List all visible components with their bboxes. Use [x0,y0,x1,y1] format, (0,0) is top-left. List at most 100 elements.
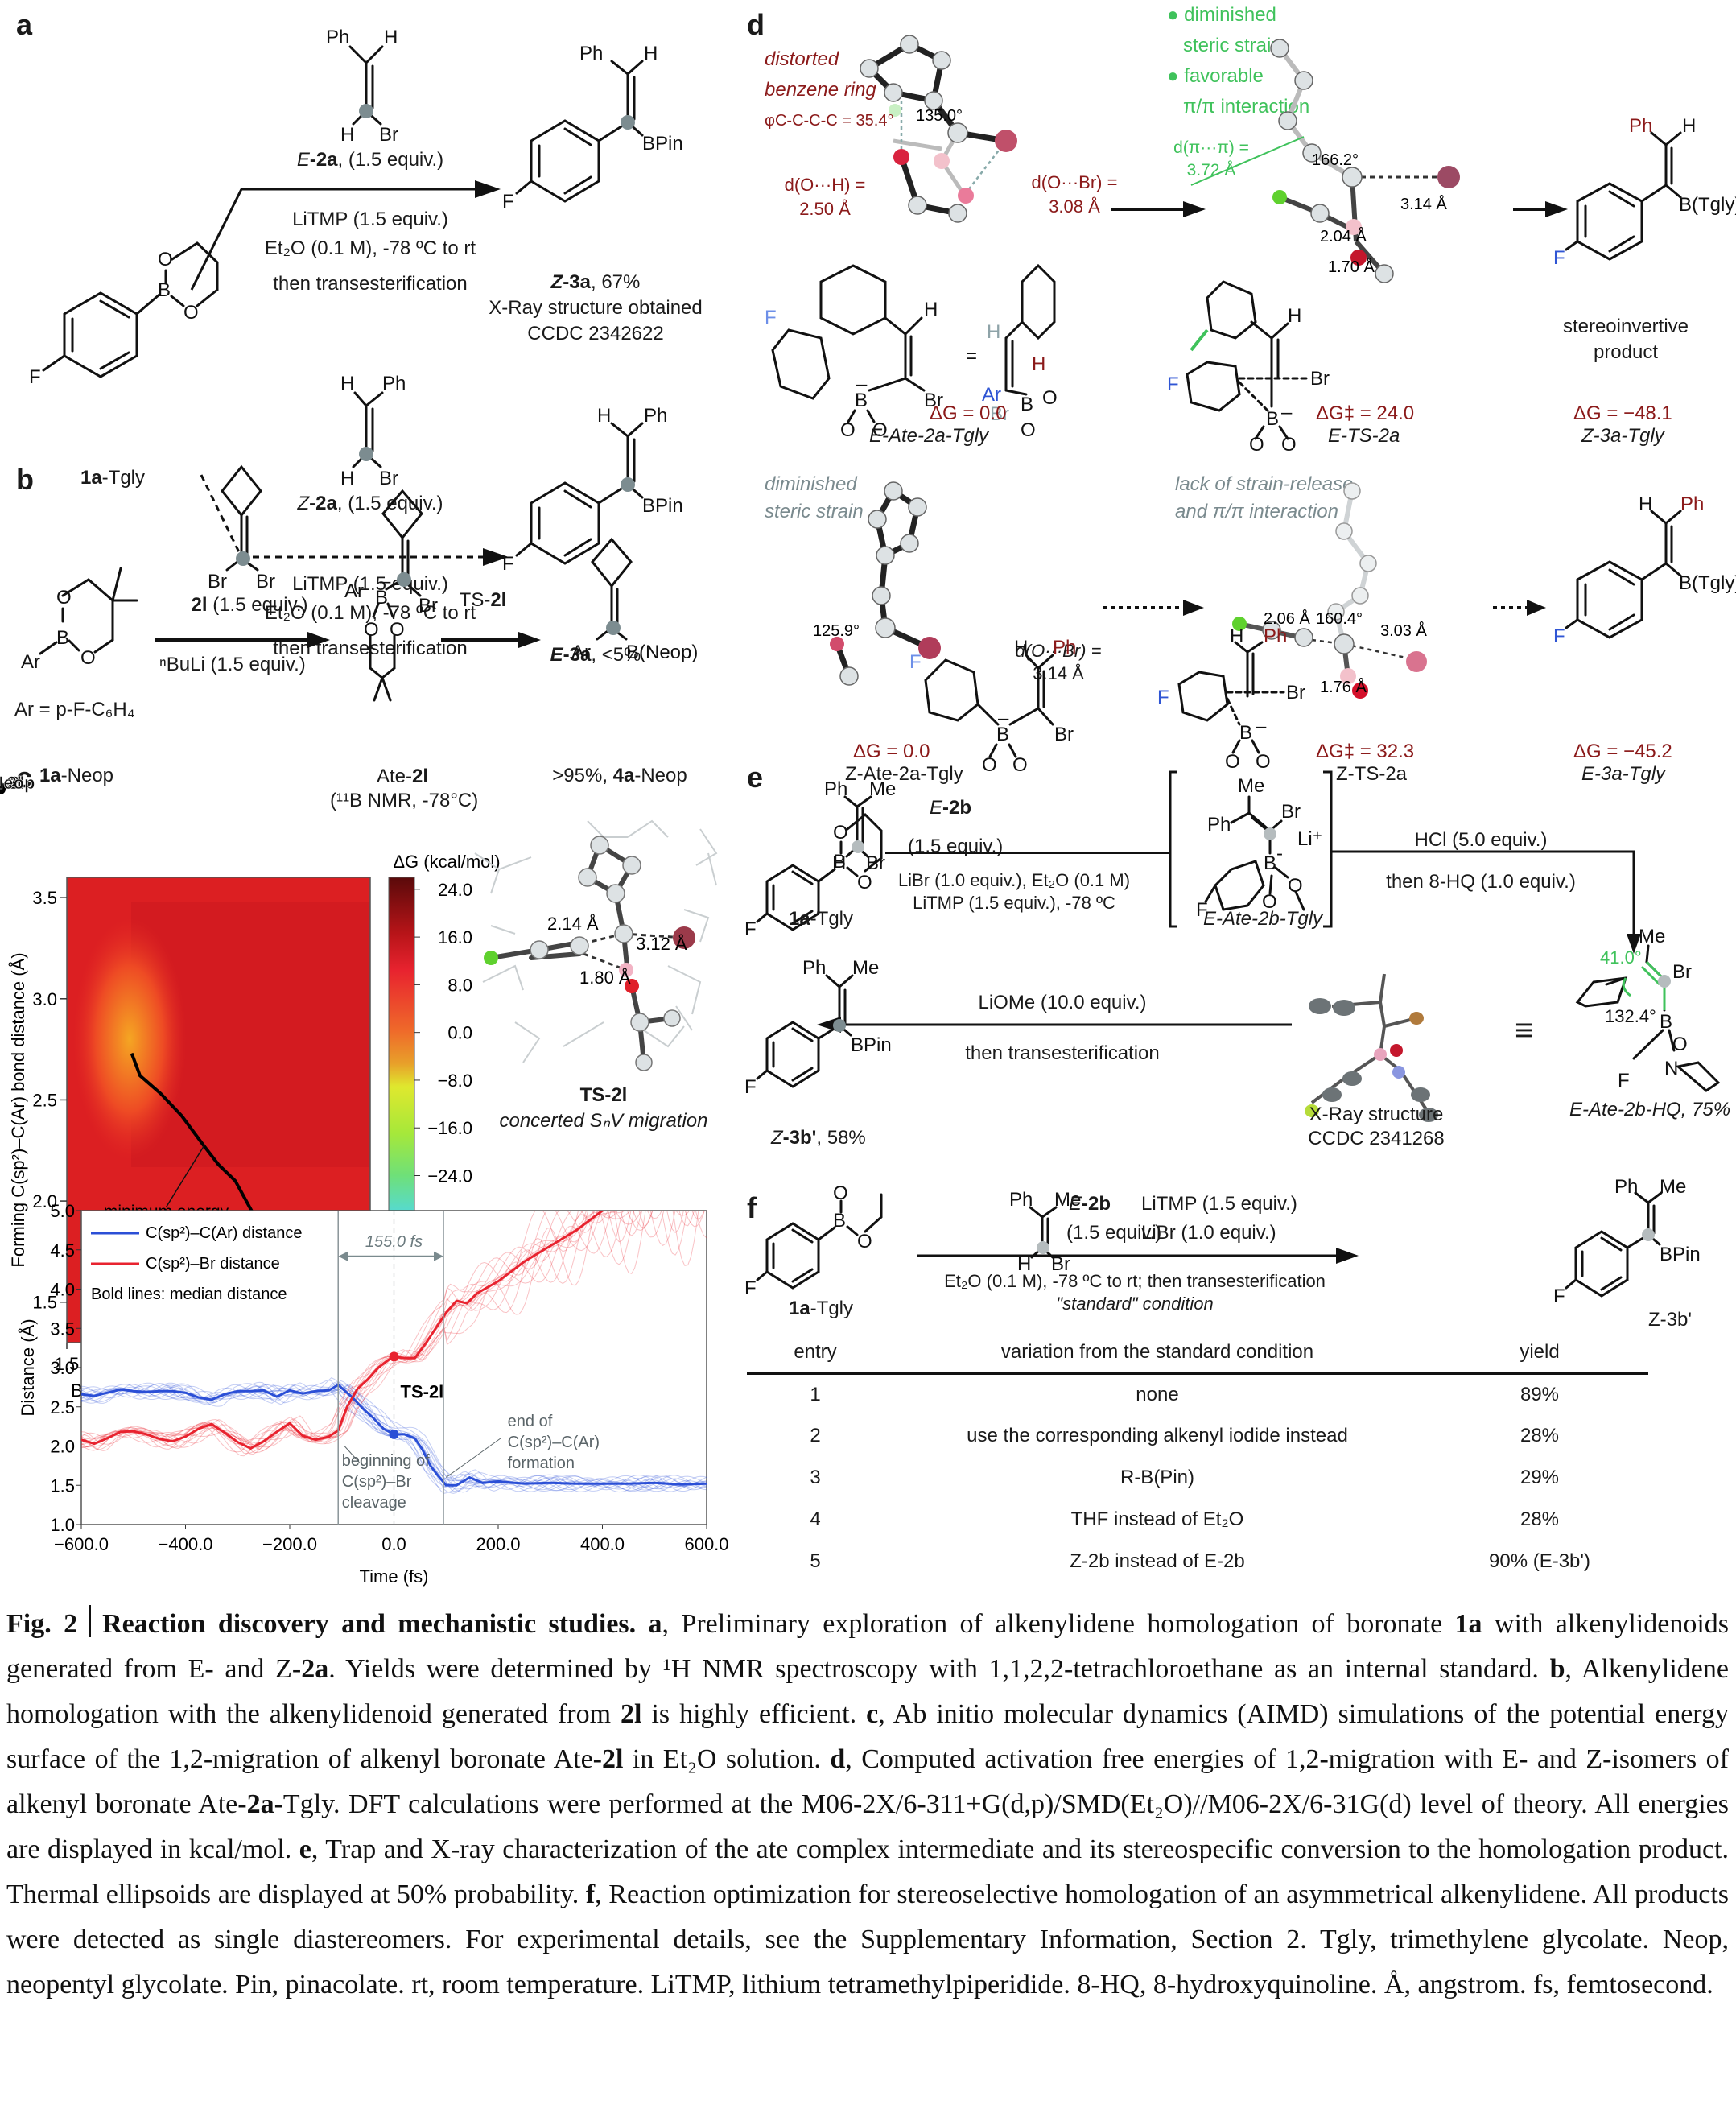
intermediate-ate-2l-label: Ate-2l (¹¹B NMR, -78°C) [330,765,479,811]
svg-text:O: O [833,822,848,844]
intermediate-bracket-right [1323,770,1333,928]
x-tick-label: −200.0 [262,1534,317,1554]
annot-d-oh: d(O···H) =2.50 Å [784,175,866,219]
table-header-row: entry variation from the standard condit… [747,1333,1648,1373]
arrow-d-bottom-1-dashed [1103,600,1204,616]
caption-bold-2: 2a [301,1654,329,1684]
svg-text:Br: Br [866,852,885,874]
reaction-arrow-e-conversion [817,1017,1292,1033]
panel-label-f: f [747,1191,757,1224]
y-tick-label: 2.0 [32,1191,57,1211]
legend-label: C(sp²)–C(Ar) distance [146,1224,302,1242]
dist-303: 3.03 Å [1380,621,1427,640]
svg-text:F: F [1553,625,1565,647]
conditions-e: LiBr (1.0 equiv.), Et₂O (0.1 M)LiTMP (1.… [897,870,1131,913]
product-e-3a-label: E-3a, <5% [550,644,641,666]
caption-title: Reaction discovery and mechanistic studi… [102,1609,637,1639]
svg-text:–: – [998,708,1009,729]
annot-begin-leader [344,1446,361,1464]
svg-text:B: B [56,627,69,649]
svg-text:H: H [987,321,1000,343]
compound-1a-neop-label: 1a-Neop [39,765,114,786]
energy-e-ate: ΔG = 0.0 [930,402,1007,424]
svg-text:Ph: Ph [1009,1189,1033,1211]
step-ts-2l-label: TS-2l [459,589,507,611]
conditions-top: LiTMP (1.5 equiv.)Et₂O (0.1 M), -78 ºC t… [264,208,476,295]
svg-text:Ph: Ph [382,373,406,394]
compound-1a-tgly-label: 1a-Tgly [80,467,146,489]
figure-caption: Fig. 2 Reaction discovery and mechanistic… [6,1602,1729,2008]
y-tick-label: 2.5 [50,1397,75,1417]
compound-1a-tgly-f-label: 1a-Tgly [788,1298,854,1319]
svg-text:F: F [909,651,922,673]
svg-text:O: O [857,872,872,893]
y-tick-label: 1.0 [50,1515,75,1535]
name-z-3a: Z-3a-Tgly [1581,425,1664,447]
ts-dist-3: 1.80 Å [579,968,631,988]
svg-text:O: O [840,419,856,441]
reaction-arrow-e-trap [1332,850,1641,954]
svg-text:H: H [384,27,398,48]
col-entry: entry [794,1341,837,1364]
name-z-ts: Z-TS-2a [1336,763,1408,785]
heatmap-ate-well [73,918,186,1161]
aimd-distance-chart: 1.01.52.02.53.03.54.04.55.0−600.0−400.0−… [18,1201,729,1587]
annot-end: end of [508,1413,553,1430]
caption-text-4: is highly efficient. [641,1699,867,1729]
caption-bold-9: e [299,1834,311,1864]
arrow-d-top-2 [1513,201,1568,217]
svg-text:O: O [183,302,199,324]
svg-text:O: O [1021,419,1036,441]
svg-text:Ph: Ph [1629,115,1652,137]
svg-text:O: O [390,619,405,641]
intermediate-e-ate-2b-label: E-Ate-2b-Tgly [1203,908,1323,930]
angle-41: 41.0° [1600,947,1642,968]
product-4a-neop-label: >95%, 4a-Neop [552,765,687,786]
svg-text:B(Tgly): B(Tgly) [1679,572,1736,594]
median-line [81,1383,707,1487]
ts-point [389,1351,399,1362]
colorbar-tick-label: 16.0 [438,927,472,947]
caption-text-10: , Reaction optimization for stereoselect… [6,1880,1729,1999]
svg-text:B: B [1266,408,1279,430]
span-label: 155.0 fs [365,1233,423,1251]
y-axis-label: Distance (Å) [18,1318,38,1416]
li-cation: Li⁺ [1297,828,1322,850]
y-tick-label: 3.5 [50,1318,75,1339]
reaction-arrow-bottom-dashed [200,474,509,566]
svg-text:Ph: Ph [579,43,603,64]
svg-text:H: H [597,405,611,427]
legend-label: C(sp²)–Br distance [146,1255,280,1273]
svg-text:Br: Br [419,595,438,617]
name-e-ts: E-TS-2a [1328,425,1400,447]
svg-text:O: O [857,1231,872,1252]
y-tick-label: 1.5 [32,1293,57,1313]
legend-note: Bold lines: median distance [91,1285,287,1303]
svg-text:Ar: Ar [344,580,364,602]
col-variation: variation from the standard condition [1000,1341,1314,1364]
x-tick-label: −600.0 [54,1534,109,1554]
panel-label-b: b [16,463,34,496]
svg-text:Ph: Ph [1614,1176,1638,1198]
svg-text:H: H [1682,115,1696,137]
angle-132: 132.4° [1605,1006,1656,1026]
reagent-2l-label: 2l (1.5 equiv.) [191,594,308,616]
reagent-e-2b-equiv: (1.5 equiv.) [908,836,1004,857]
svg-text:B: B [996,724,1009,745]
svg-text:H: H [1017,1253,1031,1275]
caption-text-0: , Preliminary exploration of alkenyliden… [662,1609,1455,1639]
caption-fig-number: Fig. 2 [6,1609,78,1639]
span-arrow-head [434,1251,444,1261]
svg-text:H: H [644,43,658,64]
caption-bold-10: f [585,1880,596,1909]
svg-text:H: H [832,852,846,874]
